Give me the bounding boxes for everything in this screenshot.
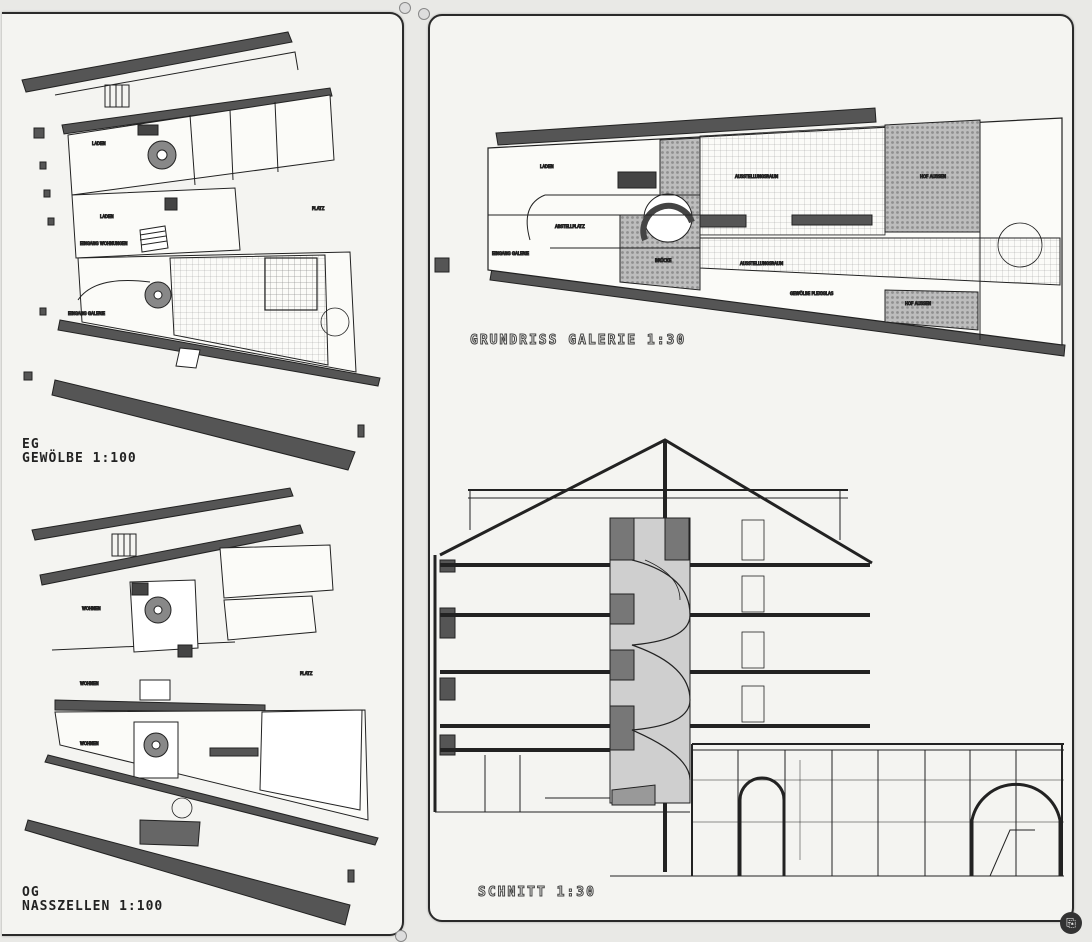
eg-title-line-1: EG [22, 437, 40, 452]
label-ausstellungsraum-2: AUSSTELLUNGSRAUM [740, 261, 784, 266]
og-title-line-2: NASSZELLEN 1:100 [22, 898, 164, 914]
og-plan-title: OG NASSZELLEN 1:100 [22, 886, 163, 913]
label-gewoelbe-plexiglas: GEWÖLBE PLEXIGLAS [790, 291, 834, 296]
pin-top [399, 2, 411, 14]
label-wohnen: WOHNEN [82, 606, 101, 611]
label-wohnen-2: WOHNEN [80, 681, 99, 686]
label-eingang-wohnungen: EINGANG WOHNUNGEN [80, 241, 128, 246]
label-hof-aussen: HOF AUSSEN [920, 174, 946, 179]
eg-title-line-2: GEWÖLBE 1:100 [22, 450, 137, 466]
label-abstellplatz: ABSTELLPLATZ [555, 224, 585, 229]
label-laden: LADEN [92, 141, 106, 146]
label-bruecke: BRÜCKE [655, 258, 672, 263]
schnitt-section [433, 438, 1064, 877]
scan-text-icon[interactable]: ⎘ [1060, 912, 1082, 934]
section-title: SCHNITT 1:30 [478, 885, 596, 900]
eg-plan-title: EG GEWÖLBE 1:100 [22, 438, 137, 465]
eg-gewoelbe-plan: LADEN LADEN PLATZ EINGANG WOHNUNGEN EING… [21, 31, 381, 471]
og-title-line-1: OG [22, 885, 40, 900]
grundriss-galerie-plan: LADEN AUSSTELLUNGSRAUM AUSSTELLUNGSRAUM … [434, 107, 1066, 357]
label-laden-galerie: LADEN [540, 164, 554, 169]
label-eingang-galerie: EINGANG GALERIE [68, 311, 105, 316]
label-platz-og: PLATZ [300, 671, 313, 676]
label-hof-aussen-2: HOF AUSSEN [905, 301, 931, 306]
pin-top-right [418, 8, 430, 20]
label-wohnen-3: WOHNEN [80, 741, 99, 746]
label-platz: PLATZ [312, 206, 325, 211]
label-laden-2: LADEN [100, 214, 114, 219]
og-nasszellen-plan: WOHNEN WOHNEN WOHNEN PLATZ [24, 487, 379, 926]
label-eingang-galerie-2: EINGANG GALERIE [492, 251, 529, 256]
galerie-plan-title: GRUNDRISS GALERIE 1:30 [469, 333, 687, 348]
label-ausstellungsraum: AUSSTELLUNGSRAUM [735, 174, 779, 179]
